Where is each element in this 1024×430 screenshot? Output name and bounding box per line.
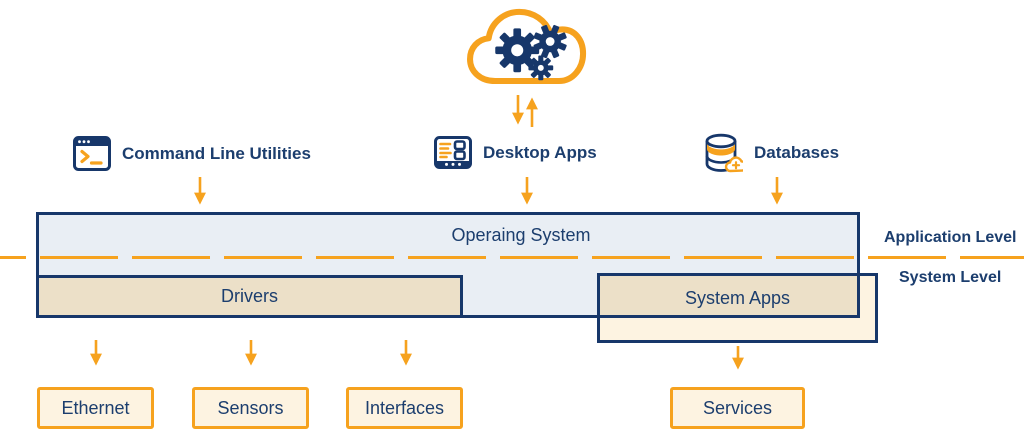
database-icon [703,132,743,174]
ethernet-box: Ethernet [37,387,154,429]
cloud-gears-icon [460,2,592,92]
system-apps-inner-box [597,273,860,318]
services-box: Services [670,387,805,429]
drivers-label: Drivers [221,286,278,306]
command-line-utilities-label: Command Line Utilities [122,143,311,163]
node-databases: Databases [703,132,839,174]
drivers-box: Drivers [36,275,463,318]
operating-system-title: Operaing System [451,225,591,245]
desktop-apps-label: Desktop Apps [483,142,597,162]
desktop-apps-icon [434,136,472,169]
sensors-label: Sensors [217,397,284,418]
application-level-label: Application Level [884,229,1017,246]
interfaces-label: Interfaces [364,397,445,418]
terminal-icon [73,136,111,171]
system-level-label: System Level [899,269,1002,286]
databases-label: Databases [754,143,840,162]
sensors-box: Sensors [192,387,309,429]
node-desktop-apps: Desktop Apps [434,136,597,169]
ethernet-label: Ethernet [61,397,130,418]
services-label: Services [702,397,773,418]
node-command-line-utilities: Command Line Utilities [73,136,311,171]
level-divider-dashed-line [0,256,1024,259]
system-apps-label: System Apps [684,288,791,308]
interfaces-box: Interfaces [346,387,463,429]
